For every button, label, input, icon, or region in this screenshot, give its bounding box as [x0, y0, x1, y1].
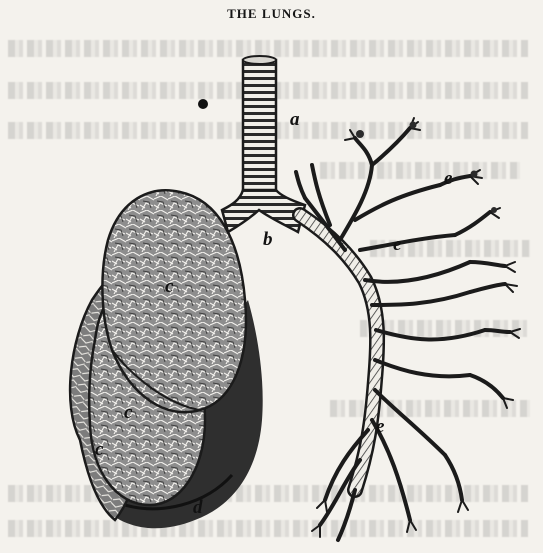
- bronchial-tree: [296, 118, 520, 540]
- label-e-middle: e: [393, 234, 402, 255]
- label-e-top: e: [444, 168, 453, 189]
- label-b: b: [263, 229, 273, 250]
- label-c-middle: c: [124, 402, 133, 423]
- label-c-top: c: [165, 276, 174, 297]
- label-d: d: [193, 497, 203, 518]
- label-a: a: [290, 109, 300, 130]
- label-e-bottom: e: [376, 416, 385, 437]
- label-c-bottom: c: [95, 439, 104, 460]
- trachea: [243, 56, 276, 195]
